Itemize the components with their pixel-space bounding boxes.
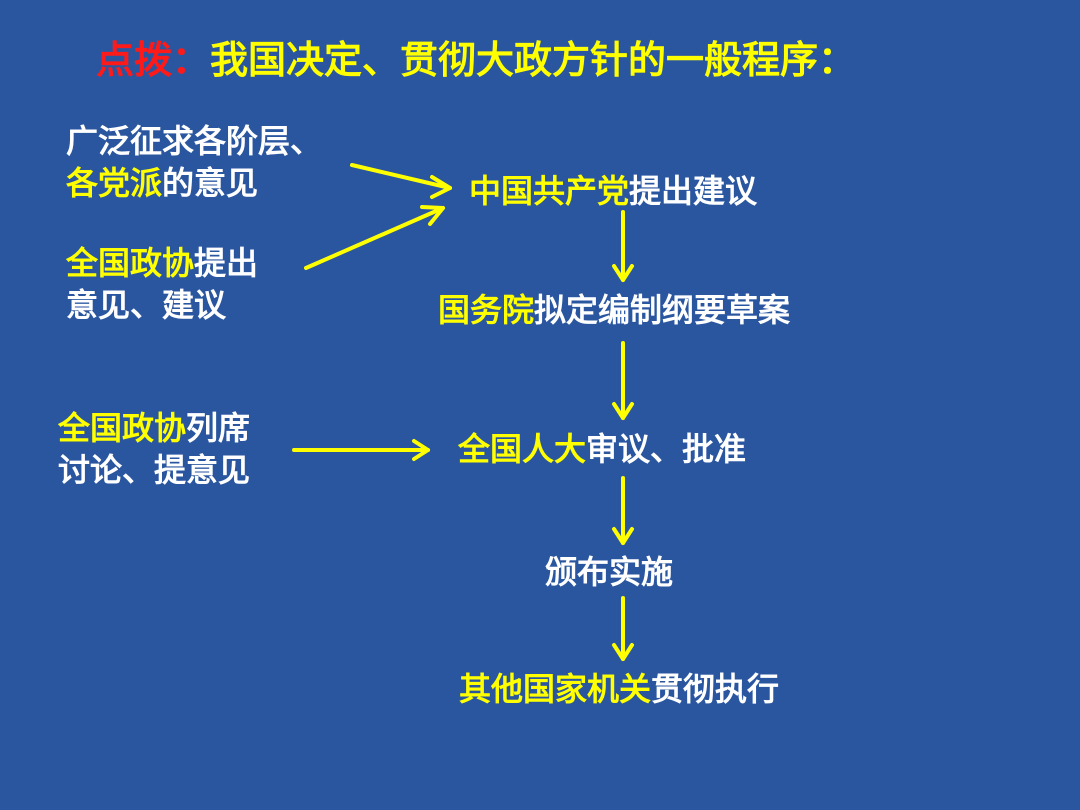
step-npc-approve: 全国人大审议、批准 — [458, 428, 746, 470]
step-implement-rest: 贯彻执行 — [651, 670, 780, 708]
node-cppcc-attend-line2: 讨论、提意见 — [58, 451, 251, 489]
arrow-consult-to-cpc — [350, 163, 452, 199]
node-consult-opinions: 广泛征求各阶层、 各党派的意见 — [66, 120, 322, 204]
step-state-council-draft: 国务院拟定编制纲要草案 — [438, 289, 790, 331]
step-state-council-highlight: 国务院 — [438, 291, 535, 329]
node-cppcc-attend-highlight: 全国政协 — [58, 409, 187, 447]
node-cppcc-suggest: 全国政协提出 意见、建议 — [66, 242, 258, 326]
arrow-cppcc-attend-to-npc — [292, 439, 430, 461]
node-cppcc-suggest-line1: 全国政协提出 — [66, 242, 258, 284]
step-implement-highlight: 其他国家机关 — [459, 670, 652, 708]
node-consult-line1: 广泛征求各阶层、 — [66, 122, 323, 160]
step-npc-highlight: 全国人大 — [458, 430, 587, 468]
node-cppcc-suggest-rest: 提出 — [194, 244, 259, 282]
arrow-cppcc-to-cpc — [304, 205, 445, 270]
node-cppcc-attend-line1: 全国政协列席 — [58, 407, 250, 449]
page-title: 点拨：我国决定、贯彻大政方针的一般程序： — [96, 37, 856, 83]
step-cpc-rest: 提出建议 — [629, 172, 758, 210]
step-npc-rest: 审议、批准 — [586, 430, 747, 468]
step-implement: 其他国家机关贯彻执行 — [459, 668, 779, 710]
step-state-council-rest: 拟定编制纲要草案 — [534, 291, 791, 329]
node-cppcc-suggest-highlight: 全国政协 — [66, 244, 195, 282]
node-consult-rest: 的意见 — [162, 164, 259, 202]
step-cpc-proposal: 中国共产党提出建议 — [469, 170, 757, 212]
arrow-npc-to-promulgate — [612, 476, 634, 545]
step-promulgate: 颁布实施 — [545, 551, 673, 593]
arrow-cpc-to-state-council — [612, 210, 634, 282]
title-prefix: 点拨： — [96, 38, 211, 82]
title-main: 我国决定、贯彻大政方针的一般程序： — [210, 38, 857, 82]
arrow-state-council-to-npc — [612, 341, 634, 420]
step-promulgate-rest: 颁布实施 — [545, 553, 674, 591]
step-cpc-highlight: 中国共产党 — [469, 172, 630, 210]
node-consult-highlight: 各党派 — [66, 164, 163, 202]
node-consult-line2: 各党派的意见 — [66, 162, 322, 204]
node-cppcc-suggest-line2: 意见、建议 — [66, 286, 227, 324]
arrow-promulgate-to-implement — [612, 596, 634, 661]
node-cppcc-attend: 全国政协列席 讨论、提意见 — [58, 407, 250, 491]
node-cppcc-attend-rest: 列席 — [186, 409, 251, 447]
